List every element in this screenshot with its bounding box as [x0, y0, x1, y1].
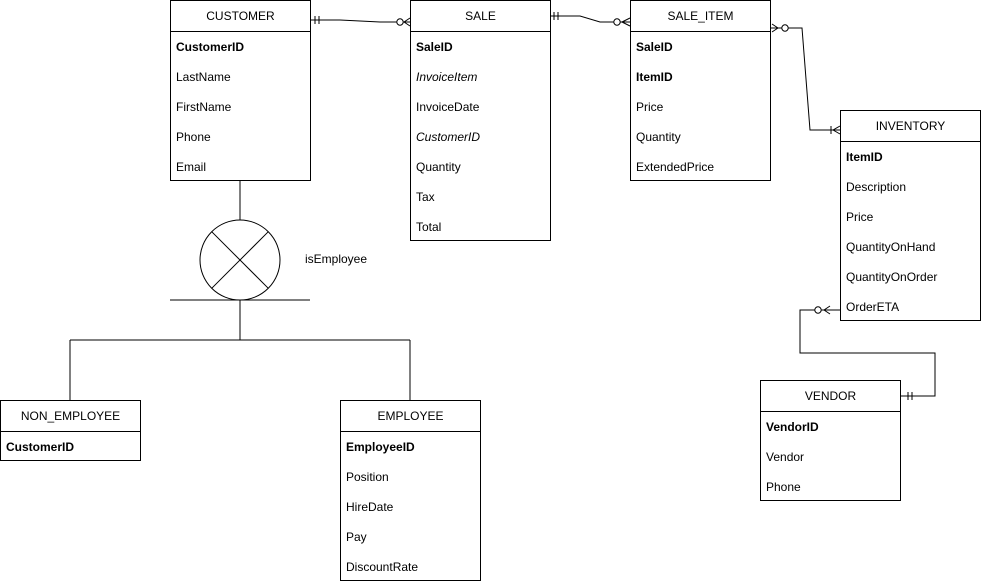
attribute: Pay: [346, 530, 367, 544]
rel-saleitem-inventory: [770, 23, 841, 135]
attribute: Email: [176, 160, 207, 174]
attribute-foreign-key: InvoiceItem: [416, 70, 478, 84]
entity-title: VENDOR: [761, 381, 900, 412]
attribute: DiscountRate: [346, 560, 419, 574]
attribute-primary-key: ItemID: [636, 70, 673, 84]
entity-title: INVENTORY: [841, 111, 980, 142]
entity-title: SALE_ITEM: [631, 1, 770, 32]
attribute: Total: [416, 220, 442, 234]
attribute: Quantity: [636, 130, 681, 144]
attribute: HireDate: [346, 500, 394, 514]
entity-title: SALE: [411, 1, 550, 32]
attribute-primary-key: CustomerID: [6, 440, 75, 454]
subtype-connector: [69, 181, 411, 400]
attribute: Tax: [416, 190, 435, 204]
discriminator-label: isEmployee: [305, 252, 368, 266]
attribute: Phone: [176, 130, 211, 144]
entity-title: NON_EMPLOYEE: [1, 401, 140, 432]
attribute: FirstName: [176, 100, 232, 114]
attribute: InvoiceDate: [416, 100, 480, 114]
attribute: ExtendedPrice: [636, 160, 715, 174]
attribute: Description: [846, 180, 907, 194]
attribute-primary-key: CustomerID: [176, 40, 245, 54]
rel-customer-sale: [310, 16, 411, 27]
entity-title: EMPLOYEE: [341, 401, 480, 432]
entity-title: CUSTOMER: [171, 1, 310, 32]
attribute: Vendor: [766, 450, 805, 464]
attribute-primary-key: VendorID: [766, 420, 819, 434]
attribute-primary-key: SaleID: [416, 40, 453, 54]
attribute-primary-key: EmployeeID: [346, 440, 415, 454]
rel-sale-saleitem: [550, 12, 631, 27]
attribute: OrderETA: [846, 300, 900, 314]
attribute: Quantity: [416, 160, 461, 174]
attribute: QuantityOnOrder: [846, 270, 938, 284]
attribute-primary-key: SaleID: [636, 40, 673, 54]
attribute-primary-key: ItemID: [846, 150, 883, 164]
attribute: Price: [636, 100, 664, 114]
attribute-foreign-key: CustomerID: [416, 130, 481, 144]
rel-inventory-vendor: [799, 305, 936, 400]
attribute: QuantityOnHand: [846, 240, 936, 254]
entity-non-employee[interactable]: NON_EMPLOYEE CustomerID: [0, 400, 141, 461]
attribute: Price: [846, 210, 874, 224]
attribute: Position: [346, 470, 389, 484]
attribute: LastName: [176, 70, 231, 84]
attribute: Phone: [766, 480, 801, 494]
